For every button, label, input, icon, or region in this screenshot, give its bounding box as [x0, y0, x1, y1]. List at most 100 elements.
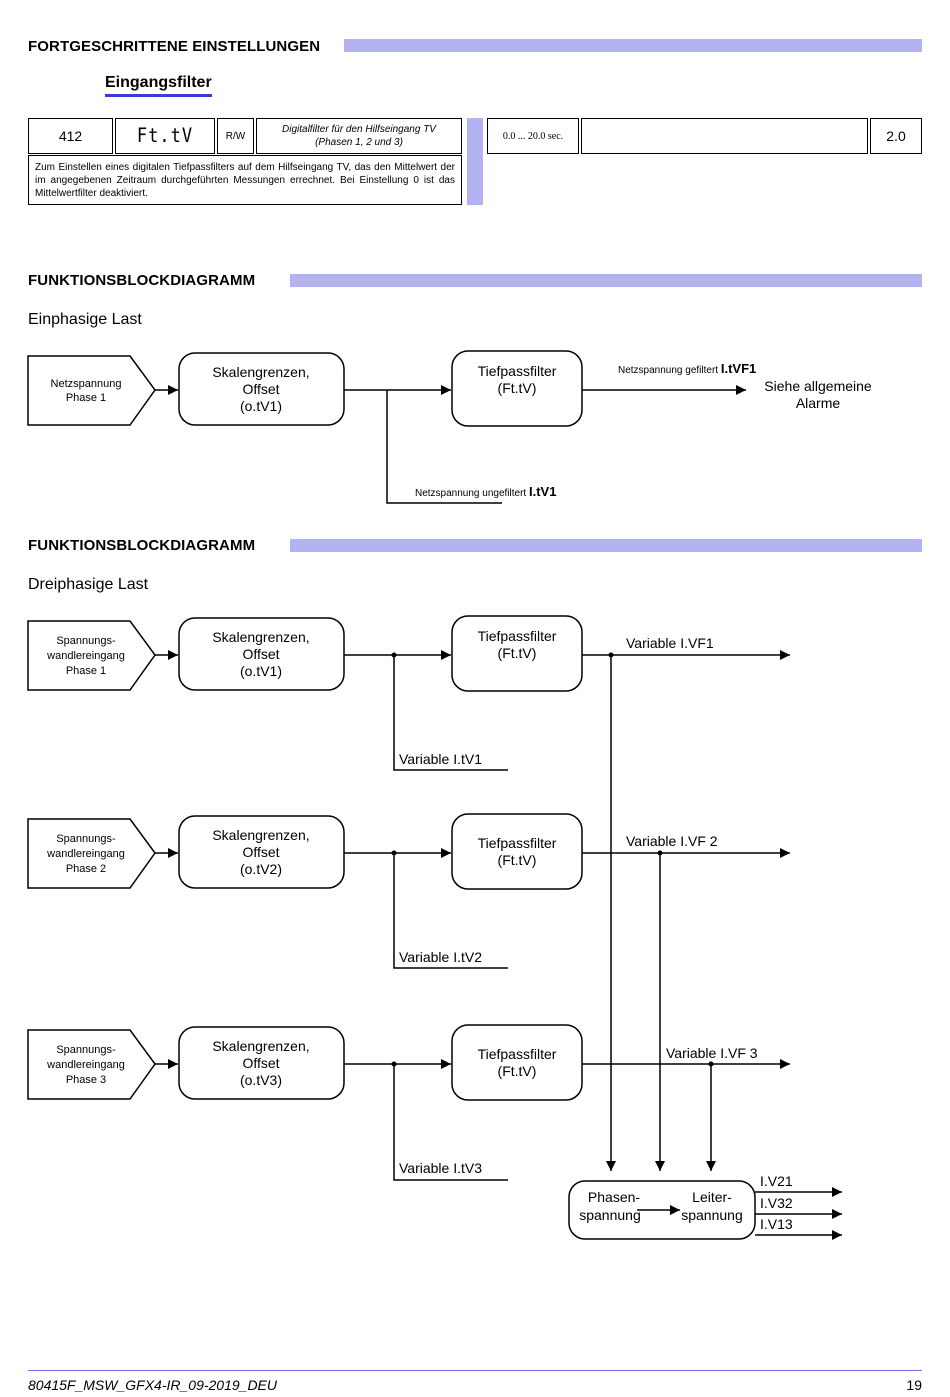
- alarm-label-line2: Alarme: [796, 395, 841, 411]
- lowpass-filter-block: [451, 350, 583, 427]
- filtered-variable: I.tVF1: [721, 361, 756, 376]
- converter-right-line2: spannung: [681, 1207, 743, 1223]
- input-block-phase2: [27, 818, 156, 889]
- scale-label-line1: Skalengrenzen,: [212, 629, 309, 645]
- scale-label-offset: (o.tV1): [240, 663, 282, 679]
- param-separator-bar: [467, 118, 483, 205]
- filtered-variable-label: Variable I.VF 3: [666, 1045, 758, 1061]
- scale-offset-block: [178, 352, 345, 426]
- phase-row-3: Spannungs- wandlereingang Phase 3 Skalen…: [27, 1024, 790, 1181]
- unfiltered-variable-label: Variable I.tV3: [399, 1160, 482, 1176]
- lowpass-filter-block: [451, 1024, 583, 1101]
- unfiltered-variable-label: Variable I.tV1: [399, 751, 482, 767]
- diagram-three-phase: Spannungs- wandlereingang Phase 1 Skalen…: [27, 615, 842, 1240]
- scale-label-line1: Skalengrenzen,: [212, 364, 309, 380]
- scale-label-offset: (o.tV3): [240, 1072, 282, 1088]
- unfiltered-prefix: Netzspannung ungefiltert: [415, 488, 529, 499]
- scale-offset-block: [178, 815, 345, 889]
- input-label-line2: wandlereingang: [46, 848, 125, 860]
- scale-label-line1: Skalengrenzen,: [212, 1038, 309, 1054]
- section-title-block-diagram-2: FUNKTIONSBLOCKDIAGRAMM: [28, 537, 256, 554]
- diagram-single-phase: Netzspannung Phase 1 Skalengrenzen, Offs…: [27, 350, 872, 504]
- alarm-label-line1: Siehe allgemeine: [764, 378, 872, 394]
- section-bar: [344, 39, 922, 52]
- param-unit: [581, 118, 868, 154]
- param-short-description: Digitalfilter für den Hilfseingang TV (P…: [256, 118, 462, 154]
- input-label-line1: Spannungs-: [56, 833, 116, 845]
- param-default-text: 2.0: [886, 128, 906, 144]
- filter-label-line2: (Ft.tV): [498, 1063, 537, 1079]
- param-desc-line2: (Phasen 1, 2 und 3): [315, 137, 403, 148]
- param-number: 412: [28, 118, 113, 154]
- unfiltered-variable-label: Variable I.tV2: [399, 949, 482, 965]
- param-code-text: Ft.tV: [136, 124, 194, 148]
- scale-label-line2: Offset: [242, 844, 279, 860]
- phase-row-1: Spannungs- wandlereingang Phase 1 Skalen…: [27, 615, 790, 771]
- filter-label-line1: Tiefpassfilter: [478, 835, 557, 851]
- converter-left-line1: Phasen-: [588, 1189, 640, 1205]
- input-label-line1: Spannungs-: [56, 635, 116, 647]
- footer-divider: [28, 1370, 922, 1371]
- footer-page-number: 19: [906, 1377, 922, 1393]
- filter-label-line2: (Ft.tV): [498, 645, 537, 661]
- scale-label-offset: (o.tV2): [240, 861, 282, 877]
- footer-document-id: 80415F_MSW_GFX4-IR_09-2019_DEU: [28, 1377, 278, 1393]
- section-bar: [290, 539, 922, 552]
- input-label-phase: Phase 1: [66, 665, 106, 677]
- input-block-phase1: [27, 355, 156, 426]
- filter-label-line1: Tiefpassfilter: [478, 628, 557, 644]
- input-label-line1: Spannungs-: [56, 1044, 116, 1056]
- param-range: 0.0 ... 20.0 sec.: [487, 118, 579, 154]
- output-label-v13: I.V13: [760, 1216, 793, 1232]
- scale-label-line1: Skalengrenzen,: [212, 827, 309, 843]
- param-code-display: Ft.tV: [115, 118, 215, 154]
- param-desc-line1: Digitalfilter für den Hilfseingang TV: [282, 124, 436, 135]
- scale-label-line2: Offset: [242, 646, 279, 662]
- param-default: 2.0: [870, 118, 922, 154]
- phase-row-2: Spannungs- wandlereingang Phase 2 Skalen…: [27, 813, 790, 969]
- filtered-variable-label: Variable I.VF 2: [626, 833, 718, 849]
- section-title-block-diagram-1: FUNKTIONSBLOCKDIAGRAMM: [28, 272, 256, 289]
- lowpass-filter-block: [451, 615, 583, 692]
- input-block-phase3: [27, 1029, 156, 1100]
- subsection-title-input-filter: Eingangsfilter: [105, 74, 212, 97]
- diagram-subtitle-three-phase: Dreiphasige Last: [28, 576, 149, 593]
- section-bar: [290, 274, 922, 287]
- scale-offset-block: [178, 617, 345, 691]
- input-label-line1: Netzspannung: [51, 378, 122, 390]
- param-access: R/W: [217, 118, 254, 154]
- unfiltered-variable: I.tV1: [529, 484, 556, 499]
- filter-label-line2: (Ft.tV): [498, 852, 537, 868]
- diagram-subtitle-single-phase: Einphasige Last: [28, 311, 142, 328]
- scale-offset-block: [178, 1026, 345, 1100]
- input-label-line2: wandlereingang: [46, 650, 125, 662]
- input-block-phase1: [27, 620, 156, 691]
- scale-label-line2: Offset: [242, 1055, 279, 1071]
- input-label-phase: Phase 3: [66, 1074, 106, 1086]
- unfiltered-branch-line: [393, 1064, 508, 1181]
- section-title-advanced-settings: FORTGESCHRITTENE EINSTELLUNGEN: [28, 38, 321, 55]
- unfiltered-branch-line: [393, 853, 508, 969]
- output-label-v21: I.V21: [760, 1173, 793, 1189]
- scale-label-line3: (o.tV1): [240, 398, 282, 414]
- lowpass-filter-block: [451, 813, 583, 890]
- input-label-phase: Phase 2: [66, 863, 106, 875]
- converter-left-line2: spannung: [579, 1207, 641, 1223]
- unfiltered-branch-line: [393, 655, 508, 771]
- filtered-prefix: Netzspannung gefiltert: [618, 365, 721, 376]
- output-label-v32: I.V32: [760, 1195, 793, 1211]
- unfiltered-voltage-label: Netzspannung ungefiltert I.tV1: [415, 484, 556, 499]
- filter-label-line1: Tiefpassfilter: [478, 1046, 557, 1062]
- filtered-variable-label: Variable I.VF1: [626, 635, 714, 651]
- input-label-line2: wandlereingang: [46, 1059, 125, 1071]
- scale-label-line2: Offset: [242, 381, 279, 397]
- filter-label-line2: (Ft.tV): [498, 380, 537, 396]
- input-label-line2: Phase 1: [66, 392, 106, 404]
- param-long-description: Zum Einstellen eines digitalen Tiefpassf…: [28, 155, 462, 205]
- param-number-text: 412: [58, 128, 83, 144]
- param-access-text: R/W: [225, 130, 246, 142]
- unfiltered-branch-line: [386, 390, 502, 504]
- filter-label-line1: Tiefpassfilter: [478, 363, 557, 379]
- filtered-voltage-label: Netzspannung gefiltert I.tVF1: [618, 361, 756, 376]
